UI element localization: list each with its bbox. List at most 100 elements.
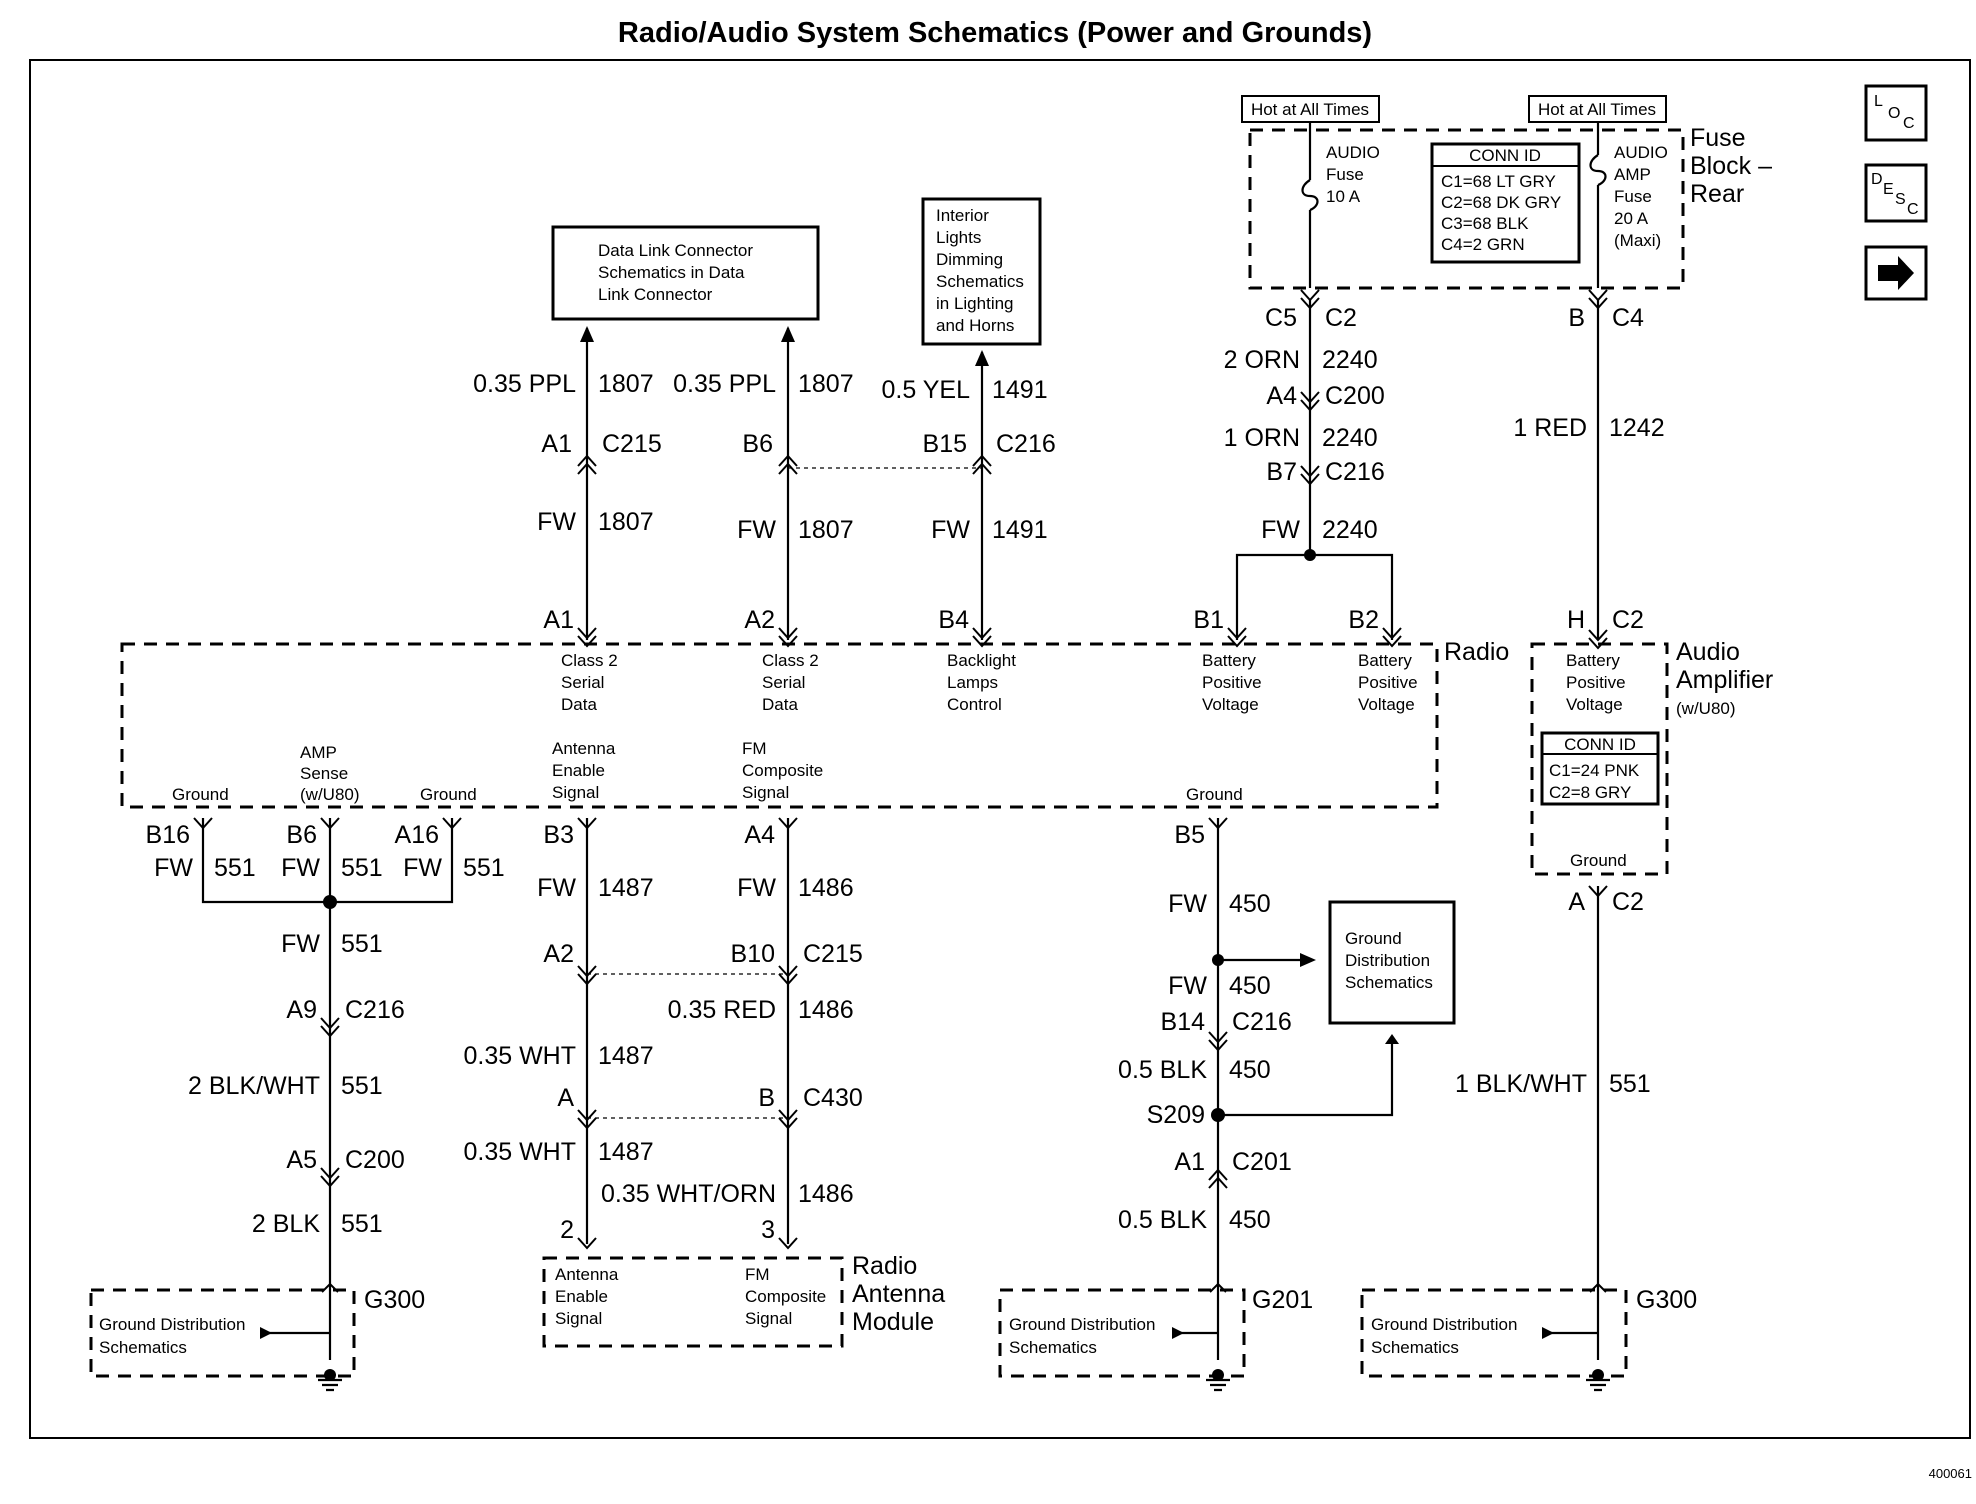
svg-text:0.35 WHT: 0.35 WHT — [463, 1042, 576, 1070]
svg-text:FW: FW — [403, 854, 442, 882]
svg-text:C216: C216 — [345, 996, 405, 1024]
svg-text:Enable: Enable — [555, 1287, 608, 1306]
svg-text:AUDIO: AUDIO — [1614, 143, 1668, 162]
svg-text:A16: A16 — [395, 821, 439, 849]
svg-text:Rear: Rear — [1690, 180, 1744, 208]
svg-text:B7: B7 — [1266, 458, 1297, 486]
svg-text:Module: Module — [852, 1308, 934, 1336]
radio-pin-a16-label: Ground — [420, 785, 477, 804]
svg-text:Data: Data — [762, 695, 798, 714]
svg-text:0.5 YEL: 0.5 YEL — [881, 376, 970, 404]
svg-text:B14: B14 — [1161, 1008, 1206, 1036]
svg-text:A4: A4 — [1266, 382, 1297, 410]
interior-lights-box[interactable]: Interior Lights Dimming Schematics in Li… — [921, 197, 1042, 346]
loc-button[interactable]: L O C — [1864, 84, 1928, 142]
svg-text:B5: B5 — [1174, 821, 1205, 849]
svg-text:450: 450 — [1229, 1056, 1271, 1084]
svg-text:C215: C215 — [803, 940, 863, 968]
svg-text:C430: C430 — [803, 1084, 863, 1112]
svg-text:0.35 RED: 0.35 RED — [668, 996, 776, 1024]
loc-letter-2: O — [1888, 105, 1900, 122]
svg-text:450: 450 — [1229, 890, 1271, 918]
svg-text:C2: C2 — [1612, 606, 1644, 634]
next-button[interactable] — [1864, 245, 1928, 301]
svg-text:Schematics: Schematics — [99, 1338, 187, 1357]
hot-at-all-times-label-1: Hot at All Times — [1241, 95, 1380, 123]
svg-text:2240: 2240 — [1322, 424, 1378, 452]
svg-text:2: 2 — [560, 1216, 574, 1244]
ground-box-g300-right[interactable]: Ground Distribution Schematics G300 — [1360, 1282, 1697, 1392]
radio-module-label: Radio — [1444, 638, 1509, 666]
svg-text:0.35 PPL: 0.35 PPL — [673, 370, 776, 398]
amp-pin-h-label: Battery Positive Voltage — [1566, 651, 1626, 714]
svg-text:A: A — [1568, 888, 1585, 916]
svg-text:B4: B4 — [938, 606, 969, 634]
svg-text:FW: FW — [737, 516, 776, 544]
svg-text:2 BLK: 2 BLK — [252, 1210, 320, 1238]
ground-distribution-box[interactable]: Ground Distribution Schematics — [1328, 900, 1456, 1025]
svg-text:(w/U80): (w/U80) — [1676, 699, 1736, 718]
svg-text:Sense: Sense — [300, 764, 348, 783]
svg-text:1 RED: 1 RED — [1513, 414, 1587, 442]
svg-text:Fuse: Fuse — [1690, 124, 1746, 152]
svg-text:551: 551 — [341, 1210, 383, 1238]
svg-text:Positive: Positive — [1358, 673, 1418, 692]
ground-icon — [318, 1378, 342, 1392]
svg-text:2 ORN: 2 ORN — [1224, 346, 1300, 374]
svg-text:Battery: Battery — [1202, 651, 1256, 670]
svg-text:Dimming: Dimming — [936, 250, 1003, 269]
audio-amplifier-outline — [1530, 642, 1669, 876]
loc-letter-3: C — [1903, 115, 1915, 132]
ground-box-g201[interactable]: Ground Distribution Schematics G201 — [998, 1282, 1313, 1392]
svg-text:20 A: 20 A — [1614, 209, 1649, 228]
svg-text:C200: C200 — [1325, 382, 1385, 410]
svg-text:FW: FW — [281, 930, 320, 958]
hot-at-all-times-label-2: Hot at All Times — [1528, 95, 1667, 123]
svg-text:1 ORN: 1 ORN — [1224, 424, 1300, 452]
ground-box-g300-left[interactable]: Ground Distribution Schematics G300 — [89, 1282, 425, 1392]
svg-text:0.35 WHT/ORN: 0.35 WHT/ORN — [601, 1180, 776, 1208]
amp-pin-a-label: Ground — [1570, 851, 1627, 870]
svg-text:H: H — [1567, 606, 1585, 634]
svg-text:B15: B15 — [923, 430, 967, 458]
svg-text:Schematics: Schematics — [936, 272, 1024, 291]
pin-numbers: A1 A2 B4 B1 B2 B16 B6 A16 B3 A4 B5 H C2 … — [146, 606, 1644, 1244]
svg-text:B3: B3 — [543, 821, 574, 849]
svg-text:Voltage: Voltage — [1566, 695, 1623, 714]
svg-text:1491: 1491 — [992, 516, 1048, 544]
svg-text:C216: C216 — [1232, 1008, 1292, 1036]
svg-text:2 BLK/WHT: 2 BLK/WHT — [188, 1072, 320, 1100]
svg-text:C2=8 GRY: C2=8 GRY — [1549, 783, 1631, 802]
svg-text:A9: A9 — [286, 996, 317, 1024]
svg-text:Voltage: Voltage — [1202, 695, 1259, 714]
svg-text:C216: C216 — [996, 430, 1056, 458]
svg-text:A1: A1 — [541, 430, 572, 458]
loc-letter-1: L — [1874, 93, 1883, 110]
svg-text:Data: Data — [561, 695, 597, 714]
svg-text:551: 551 — [214, 854, 256, 882]
svg-text:B1: B1 — [1193, 606, 1224, 634]
fuse-2-label: AUDIO AMP Fuse 20 A (Maxi) — [1614, 143, 1668, 250]
svg-text:1807: 1807 — [598, 508, 654, 536]
svg-text:FW: FW — [737, 874, 776, 902]
svg-text:B: B — [758, 1084, 775, 1112]
svg-text:Serial: Serial — [561, 673, 604, 692]
svg-text:AMP: AMP — [1614, 165, 1651, 184]
svg-text:Link Connector: Link Connector — [598, 285, 713, 304]
svg-text:Schematics in Data: Schematics in Data — [598, 263, 745, 282]
radio-pin-b16-label: Ground — [172, 785, 229, 804]
svg-text:Composite: Composite — [745, 1287, 826, 1306]
svg-text:1807: 1807 — [598, 370, 654, 398]
svg-text:FW: FW — [931, 516, 970, 544]
desc-button[interactable]: D E S C — [1864, 163, 1928, 223]
svg-text:1491: 1491 — [992, 376, 1048, 404]
data-link-connector-box[interactable]: Data Link Connector Schematics in Data L… — [551, 225, 820, 321]
svg-text:C2: C2 — [1612, 888, 1644, 916]
svg-text:AUDIO: AUDIO — [1326, 143, 1380, 162]
svg-text:A1: A1 — [1174, 1148, 1205, 1176]
radio-antenna-module-outline — [542, 1256, 844, 1348]
svg-text:C200: C200 — [345, 1146, 405, 1174]
antenna-pin-2-label: Antenna Enable Signal — [555, 1265, 619, 1328]
svg-text:Lights: Lights — [936, 228, 981, 247]
